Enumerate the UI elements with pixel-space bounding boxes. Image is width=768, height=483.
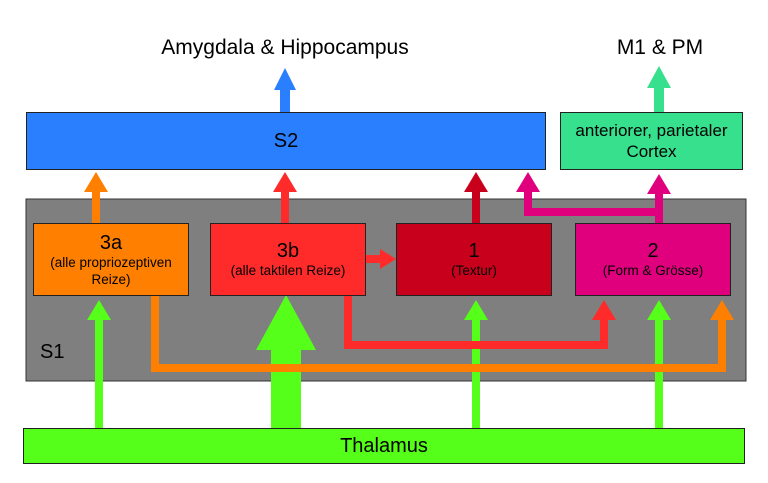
s2-to-limbic-arrow <box>274 68 296 112</box>
area-3a-name: 3a <box>99 231 123 254</box>
cortex-label-line2: Cortex <box>626 142 677 161</box>
3b-to-2-arrow <box>344 296 616 349</box>
3a-to-2-arrow <box>151 296 734 372</box>
3b-to-s2-arrow <box>273 172 297 225</box>
3b-to-1-arrow <box>366 249 396 269</box>
thalamus-to-3a-arrow <box>87 300 111 430</box>
area-3a-desc-line1: (alle propriozeptiven <box>50 254 172 270</box>
s2-label: S2 <box>273 130 299 152</box>
s1-label: S1 <box>40 341 65 363</box>
area-3b-name: 3b <box>276 240 300 262</box>
thalamus-to-2-arrow <box>647 300 671 430</box>
cortex-label-line1: anteriorer, parietaler <box>575 121 728 140</box>
area-3b-desc: (alle taktilen Reize) <box>230 263 346 278</box>
area-2-desc: (Form & Grösse) <box>602 263 704 278</box>
area-1-desc: (Textur) <box>451 263 497 278</box>
area-2-name: 2 <box>647 240 659 262</box>
thalamus-box: Thalamus <box>23 428 745 464</box>
motor-target-label: M1 & PM <box>616 36 704 59</box>
2-to-s2-arrow <box>516 172 663 225</box>
1-to-s2-arrow <box>464 172 488 225</box>
area-3a-desc-line2: Reize) <box>91 271 131 287</box>
area-1-name: 1 <box>468 240 480 262</box>
thalamus-to-1-arrow <box>464 300 488 430</box>
thalamus-label: Thalamus <box>340 435 428 457</box>
area-3b-box: 3b (alle taktilen Reize) <box>210 223 366 296</box>
area-1-box: 1 (Textur) <box>396 223 552 296</box>
3a-to-s2-arrow <box>84 172 108 225</box>
area-3a-box: 3a (alle propriozeptiven Reize) <box>33 223 189 296</box>
thalamus-to-3b-arrow <box>256 295 316 430</box>
cortex-box: anteriorer, parietaler Cortex <box>560 112 743 170</box>
area-2-box: 2 (Form & Grösse) <box>575 223 731 296</box>
cortex-to-motor-arrow <box>647 66 671 112</box>
s2-box: S2 <box>26 112 546 170</box>
limbic-target-label: Amygdala & Hippocampus <box>161 36 409 59</box>
2-to-cortex-arrow <box>647 174 671 194</box>
